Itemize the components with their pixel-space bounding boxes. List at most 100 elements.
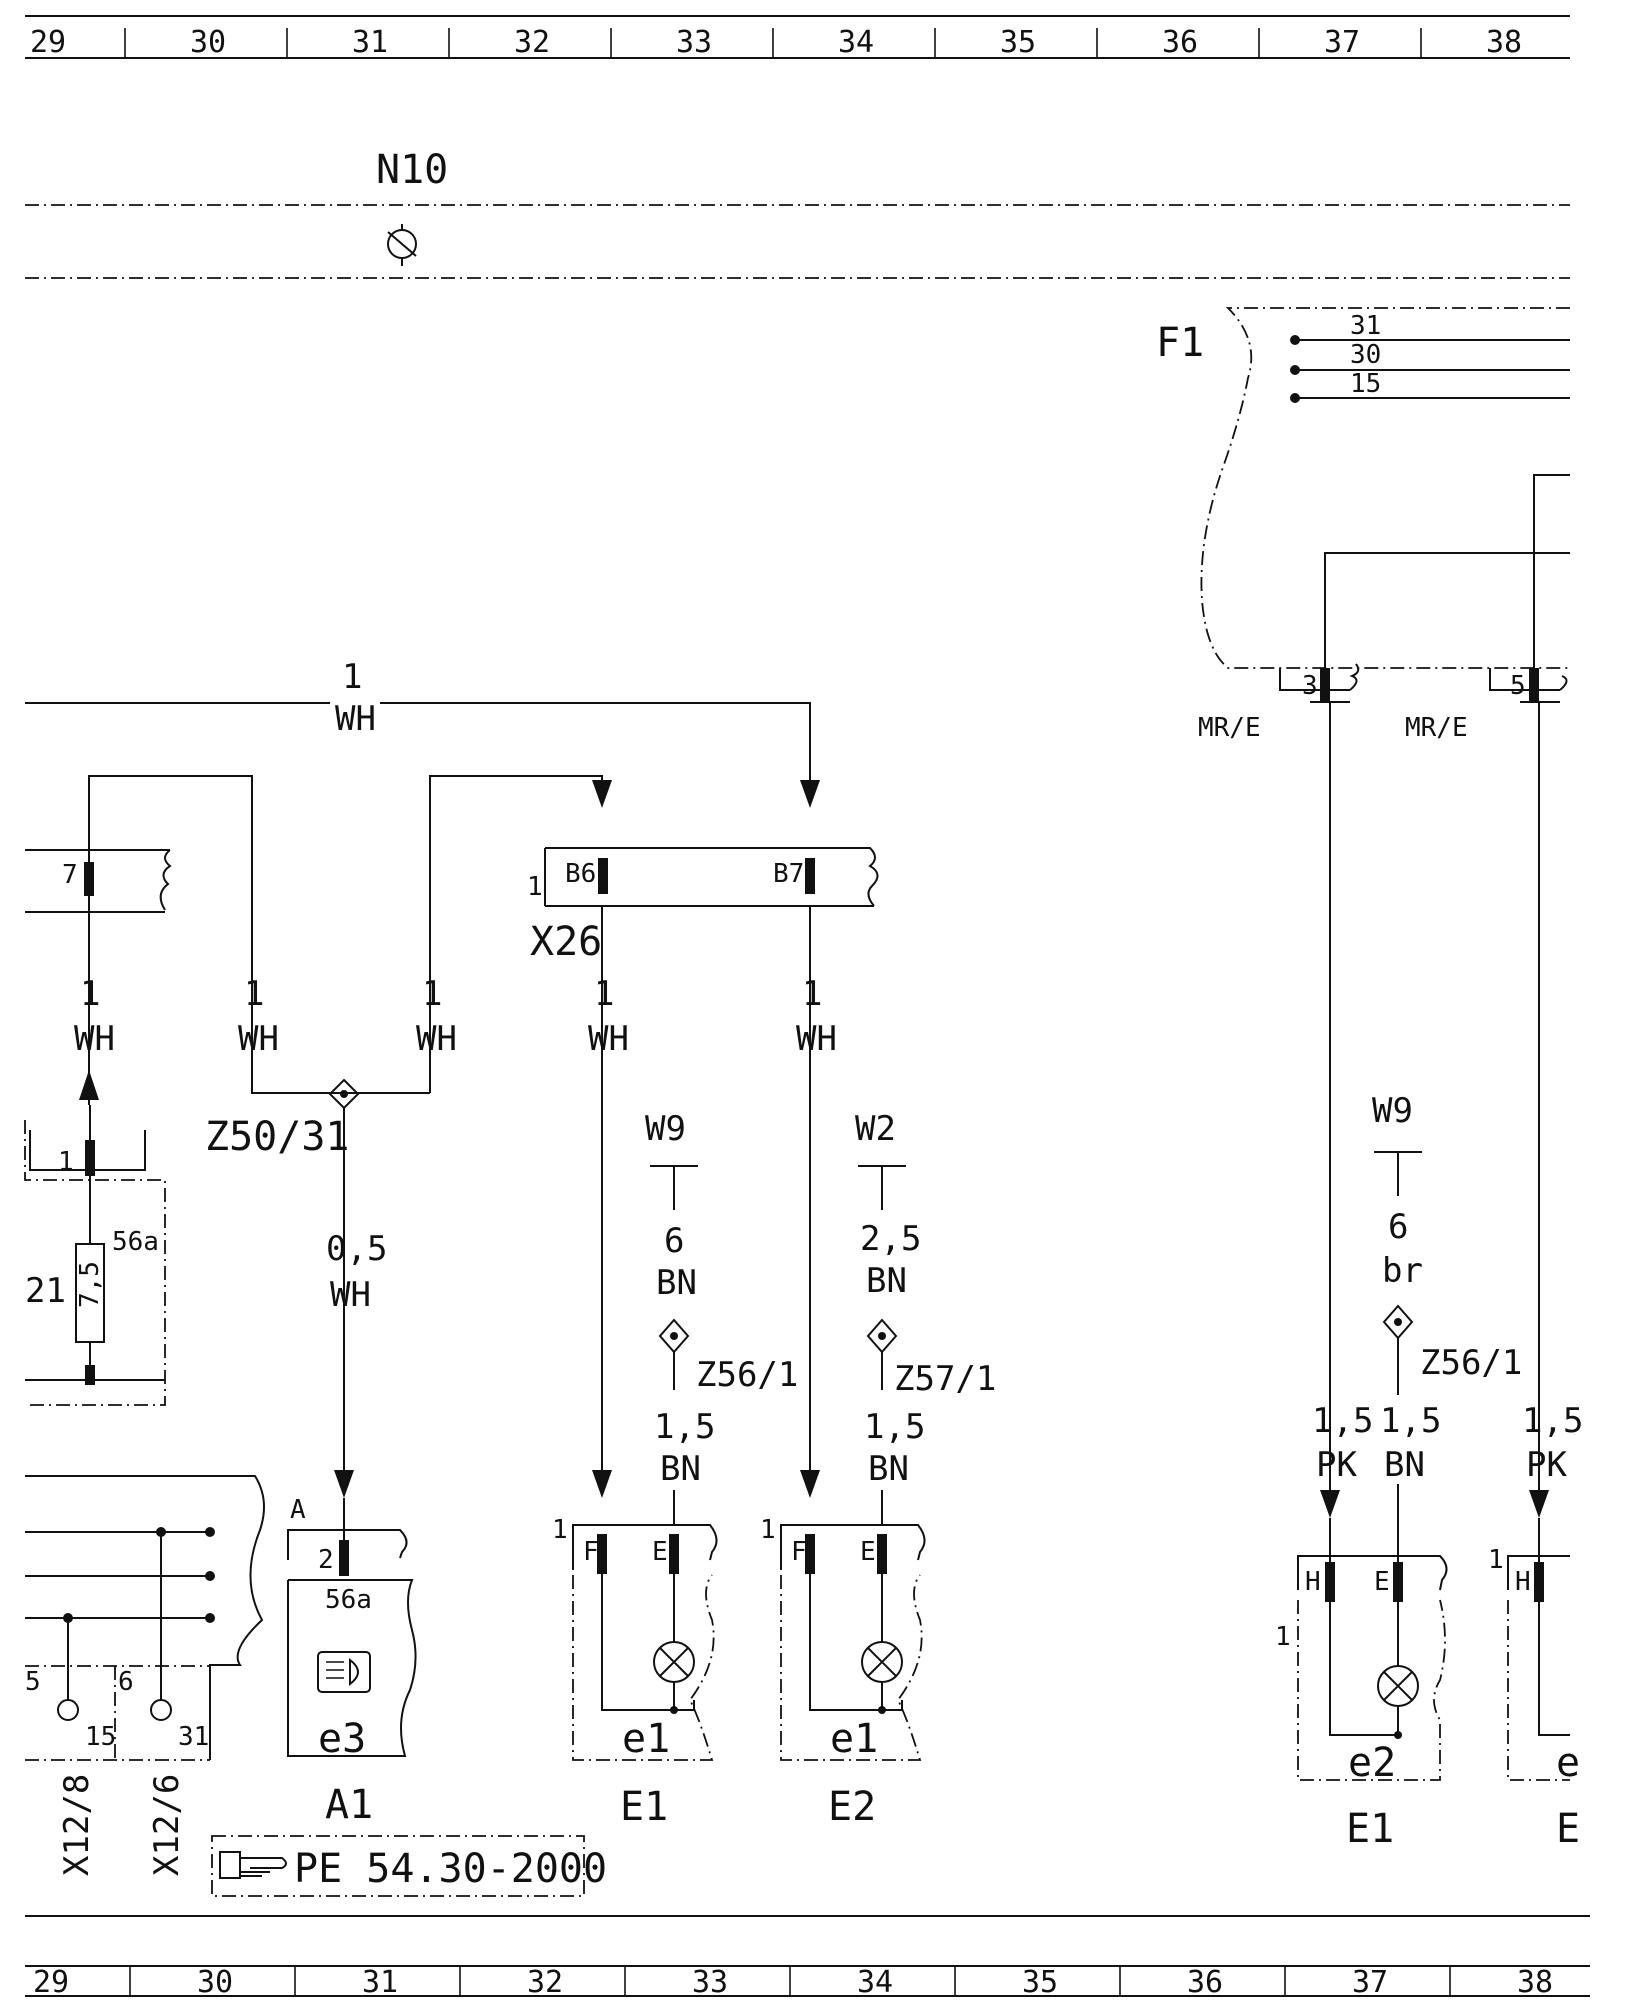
grid-col-36: 36 xyxy=(1162,25,1198,60)
fuse-value: 7,5 xyxy=(75,1261,105,1308)
grid-col-37: 37 xyxy=(1324,25,1360,60)
sensor-symbol-icon xyxy=(387,224,417,266)
x12-6-label: X12/6 xyxy=(147,1774,187,1876)
bottom-grid-bar: 29 30 31 32 33 34 35 36 37 38 xyxy=(25,1915,1590,2000)
z50-31-label: Z50/31 xyxy=(205,1114,350,1160)
pin-5: 5 xyxy=(1510,671,1526,701)
e2-e-wire-color: BN xyxy=(868,1449,909,1489)
ground-w9-left: W9 6 BN Z56/1 1,5 BN xyxy=(645,1109,798,1525)
fuse-label: 21 xyxy=(25,1271,66,1311)
e1-pin-e: E xyxy=(652,1537,668,1567)
left-up-color: WH xyxy=(74,1019,115,1059)
bulb-icon xyxy=(1377,1665,1419,1707)
bulb-icon xyxy=(653,1641,695,1683)
x26-connector: 1 B6 B7 X26 1 WH 1 WH xyxy=(527,847,879,1498)
bottom-grid-col-34: 34 xyxy=(857,1965,893,2000)
w9-left-size: 6 xyxy=(664,1221,684,1261)
bus-wire-color: WH xyxy=(335,699,376,739)
right-pin-h: H xyxy=(1305,1567,1321,1597)
w9-left-color: BN xyxy=(656,1263,697,1303)
e2-pin-1: 1 xyxy=(760,1515,776,1545)
b7-wire-size: 1 xyxy=(802,974,822,1014)
reference-box: PE 54.30-2000 xyxy=(211,1835,607,1897)
right-e-wire-color: BN xyxy=(1384,1445,1425,1485)
f1-terminal-15: 15 xyxy=(1350,369,1381,399)
e1-e-wire-color: BN xyxy=(660,1449,701,1489)
e1-pin-f: F xyxy=(583,1537,599,1567)
reference-text: PE 54.30-2000 xyxy=(294,1846,607,1892)
e1-mid-module-label: e1 xyxy=(830,1716,878,1762)
top-grid-bar: 29 30 31 32 33 34 35 36 37 38 xyxy=(25,15,1570,60)
pin-56a-a1: 56a xyxy=(325,1585,372,1615)
b6-wire-size: 1 xyxy=(594,974,614,1014)
far-pin-h: H xyxy=(1515,1567,1531,1597)
fuse-module: 1 7,5 21 56a xyxy=(24,1105,166,1406)
w9-left-label: W9 xyxy=(645,1109,686,1149)
e2-cut-module: H 1 e E xyxy=(1488,1518,1580,1852)
left-b-size: 1 xyxy=(244,974,264,1014)
top-wh-bus: 1 WH xyxy=(25,657,820,1093)
grid-col-33: 33 xyxy=(676,25,712,60)
e2-right-module-label: e2 xyxy=(1348,1740,1396,1786)
e1-left-module: 1 F E e1 E1 xyxy=(552,1515,718,1830)
bottom-grid-col-36: 36 xyxy=(1187,1965,1223,2000)
e2-e-wire-size: 1,5 xyxy=(864,1407,925,1447)
pin-3: 3 xyxy=(1302,671,1318,701)
far-right-h-wire-size: 1,5 xyxy=(1522,1401,1583,1441)
x26-pin-1: 1 xyxy=(527,872,543,902)
e3-label: e3 xyxy=(318,1716,366,1762)
pin-2: 2 xyxy=(318,1545,334,1575)
e2-pin-e: E xyxy=(860,1537,876,1567)
far-right-h-wire-color: PK xyxy=(1526,1445,1567,1485)
pin-7: 7 xyxy=(62,860,78,890)
e1-e-wire-size: 1,5 xyxy=(654,1407,715,1447)
w9-right-color: br xyxy=(1382,1251,1423,1291)
bottom-grid-col-30: 30 xyxy=(197,1965,233,2000)
terminal-6: 6 xyxy=(118,1667,134,1697)
bottom-grid-col-32: 32 xyxy=(527,1965,563,2000)
headlamp-icon xyxy=(317,1651,371,1693)
a1-wire-color: WH xyxy=(330,1275,371,1315)
grid-col-32: 32 xyxy=(514,25,550,60)
grid-col-30: 30 xyxy=(190,25,226,60)
a1-label: A1 xyxy=(325,1782,373,1828)
mr-e-label-2: MR/E xyxy=(1405,713,1468,743)
a1-wire-size: 0,5 xyxy=(326,1229,387,1269)
fuse-pin-1: 1 xyxy=(58,1147,74,1177)
left-up-size: 1 xyxy=(80,974,100,1014)
pin-b7: B7 xyxy=(773,859,804,889)
n10-label: N10 xyxy=(376,147,448,193)
grid-col-38: 38 xyxy=(1486,25,1522,60)
e2-left-label: E2 xyxy=(828,1784,876,1830)
x12-8-label: X12/8 xyxy=(57,1774,97,1876)
b6-wire-color: WH xyxy=(588,1019,629,1059)
terminal-5: 5 xyxy=(25,1667,41,1697)
w2-size: 2,5 xyxy=(860,1219,921,1259)
z56-1-right-label: Z56/1 xyxy=(1420,1343,1522,1383)
x26-label: X26 xyxy=(530,919,602,965)
e1-right-label: E1 xyxy=(1346,1806,1394,1852)
w9-right-size: 6 xyxy=(1388,1207,1408,1247)
e2-cut-module-label: e xyxy=(1556,1740,1580,1786)
a1-module: A 2 56a e3 A1 xyxy=(287,1495,417,1828)
fuse-pin-56a: 56a xyxy=(112,1227,159,1257)
grid-col-35: 35 xyxy=(1000,25,1036,60)
bottom-grid-col-35: 35 xyxy=(1022,1965,1058,2000)
bottom-grid-col-38: 38 xyxy=(1517,1965,1553,2000)
w2-label: W2 xyxy=(855,1109,896,1149)
z56-1-left-label: Z56/1 xyxy=(696,1355,798,1395)
w2-color: BN xyxy=(866,1261,907,1301)
bottom-grid-col-31: 31 xyxy=(362,1965,398,2000)
terminal-15: 15 xyxy=(85,1722,116,1752)
z57-1-label: Z57/1 xyxy=(894,1359,996,1399)
grid-col-31: 31 xyxy=(352,25,388,60)
e2-left-module: 1 F E e1 E2 xyxy=(760,1515,926,1830)
w9-right-label: W9 xyxy=(1372,1091,1413,1131)
left-b-color: WH xyxy=(238,1019,279,1059)
far-pin-1: 1 xyxy=(1488,1545,1504,1575)
bottom-grid-col-37: 37 xyxy=(1352,1965,1388,2000)
e2-cut-label: E xyxy=(1556,1806,1580,1852)
left-c-size: 1 xyxy=(422,974,442,1014)
pointing-hand-icon xyxy=(219,1851,287,1879)
e2-pin-f: F xyxy=(791,1537,807,1567)
